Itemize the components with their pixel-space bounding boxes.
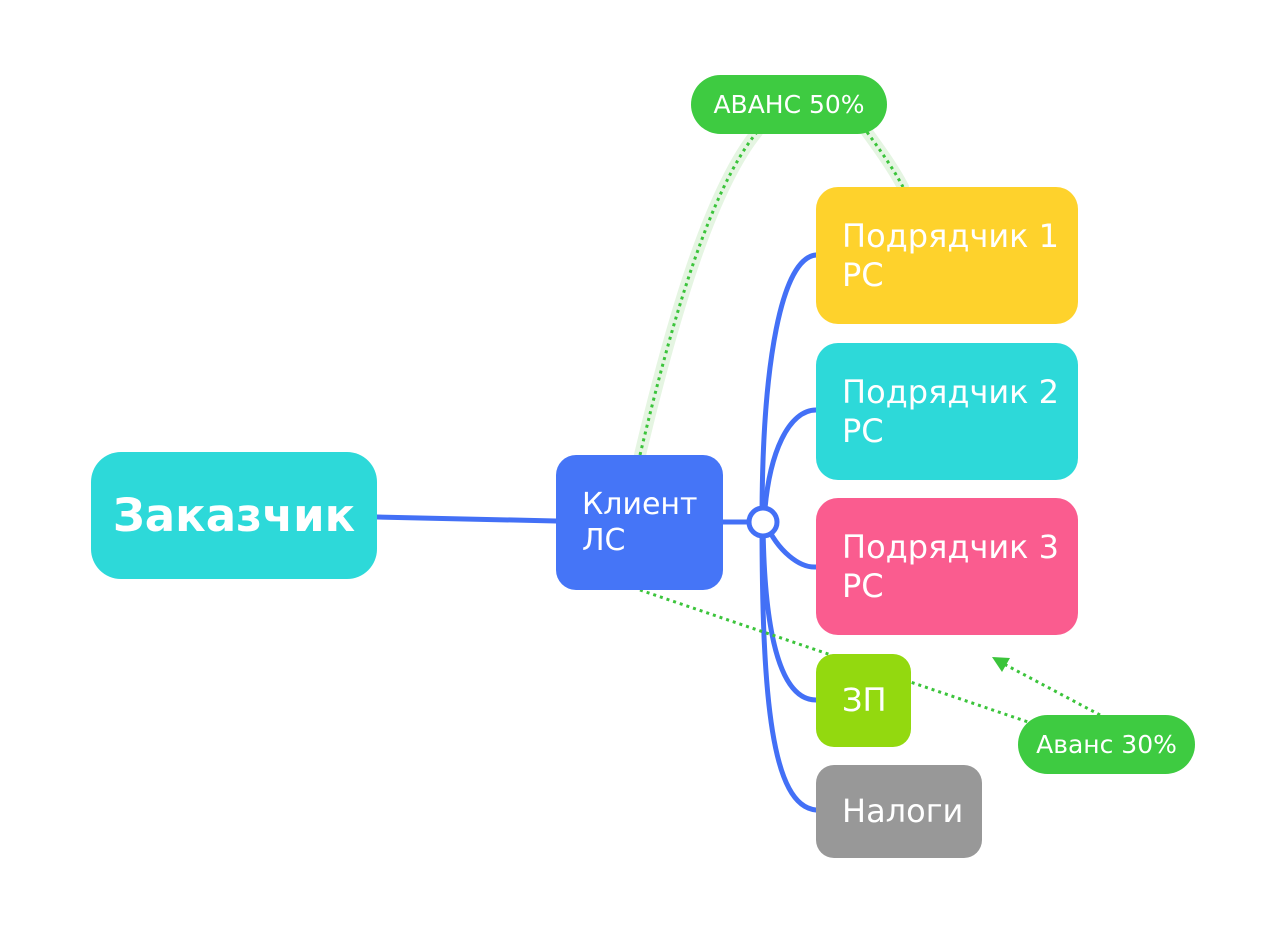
advance-30-text: Аванс 30%	[1036, 730, 1177, 759]
branch-hub-circle	[746, 505, 780, 539]
advance-30-arrow-line	[1003, 662, 1101, 717]
client-label: Клиент ЛС	[582, 486, 698, 558]
hub-to-contractor2-line	[761, 407, 819, 525]
advance-30-label[interactable]: Аванс 30%	[1018, 715, 1195, 774]
hub-to-contractor3-line	[762, 519, 819, 570]
advance-50-glow-right	[861, 126, 909, 193]
customer-label: Заказчик	[112, 488, 356, 542]
contractor-1-node[interactable]: Подрядчик 1 РС	[816, 187, 1078, 324]
contractor-3-node[interactable]: Подрядчик 3 РС	[816, 498, 1078, 635]
client-node[interactable]: Клиент ЛС	[556, 455, 723, 590]
root-to-client-line	[374, 514, 559, 524]
advance-50-relation-left	[638, 131, 759, 456]
advance-30-arrowhead	[992, 657, 1010, 672]
salary-label: ЗП	[842, 681, 887, 720]
advance-50-glow-left	[634, 126, 763, 461]
hub-to-zp-line	[760, 519, 819, 703]
advance-50-relation-right	[865, 131, 905, 188]
hub-to-tax-line	[759, 519, 819, 813]
advance-50-label[interactable]: АВАНС 50%	[691, 75, 887, 134]
taxes-node[interactable]: Налоги	[816, 765, 982, 858]
salary-node[interactable]: ЗП	[816, 654, 911, 747]
contractor-3-label: Подрядчик 3 РС	[842, 528, 1060, 605]
advance-50-text: АВАНС 50%	[713, 90, 865, 119]
contractor-1-label: Подрядчик 1 РС	[842, 217, 1060, 294]
customer-node[interactable]: Заказчик	[91, 452, 377, 579]
contractor-2-node[interactable]: Подрядчик 2 РС	[816, 343, 1078, 480]
taxes-label: Налоги	[842, 792, 964, 831]
contractor-2-label: Подрядчик 2 РС	[842, 373, 1060, 450]
hub-to-contractor1-line	[759, 252, 819, 525]
